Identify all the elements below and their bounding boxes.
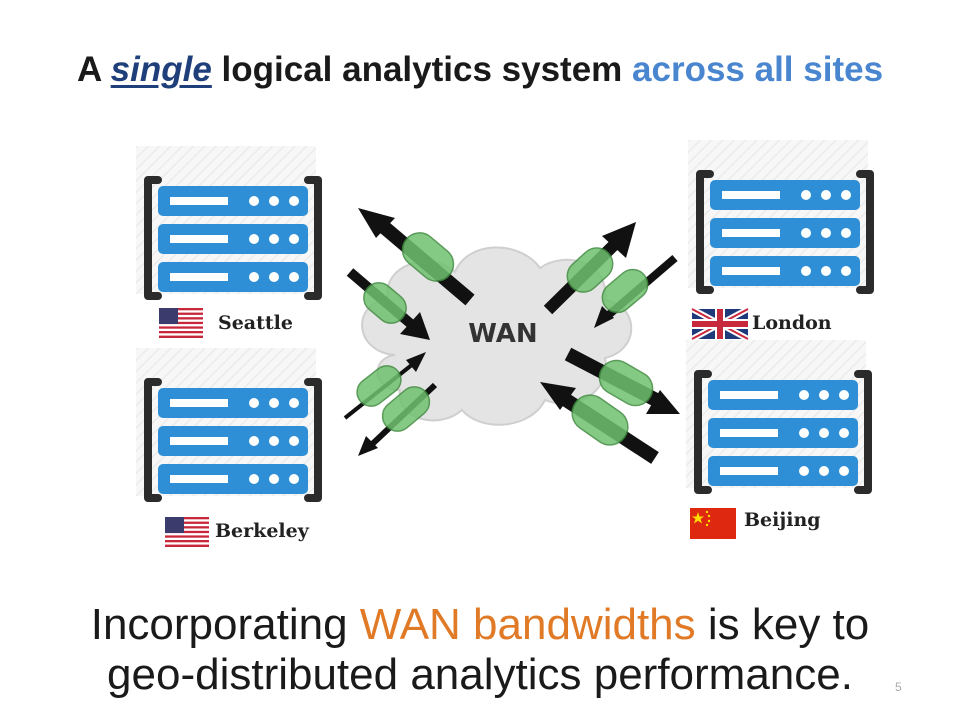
link-london [543,222,678,328]
site-label-london: London [752,312,832,334]
link-berkeley [343,352,438,456]
title-highlight: across all sites [632,50,884,89]
link-seattle [346,208,475,340]
slide-title: A single logical analytics system across… [0,50,960,90]
title-emphasis: single [110,50,212,89]
us-flag-icon [165,517,209,547]
us-flag-icon [159,308,203,338]
site-label-seattle: Seattle [218,312,293,334]
server-london [688,140,870,290]
wan-label: WAN [468,319,537,349]
title-middle: logical analytics system [211,50,633,89]
slide-number: 5 [895,680,902,694]
footer-line-2: geo-distributed analytics performance. [107,650,853,699]
china-flag-icon [690,508,736,539]
server-seattle [136,146,318,296]
uk-flag-icon [690,306,750,342]
server-beijing [686,340,868,490]
footer-line-1: Incorporating WAN bandwidths is key to [0,600,960,650]
site-label-berkeley: Berkeley [215,520,309,542]
footer-statement: Incorporating WAN bandwidths is key to g… [0,600,960,700]
footer-suffix: is key to [695,600,870,649]
footer-prefix: Incorporating [90,600,360,649]
footer-highlight: WAN bandwidths [359,600,696,649]
server-berkeley [136,348,318,498]
title-prefix: A [76,50,111,89]
link-beijing [540,347,680,464]
site-label-beijing: Beijing [744,509,821,531]
